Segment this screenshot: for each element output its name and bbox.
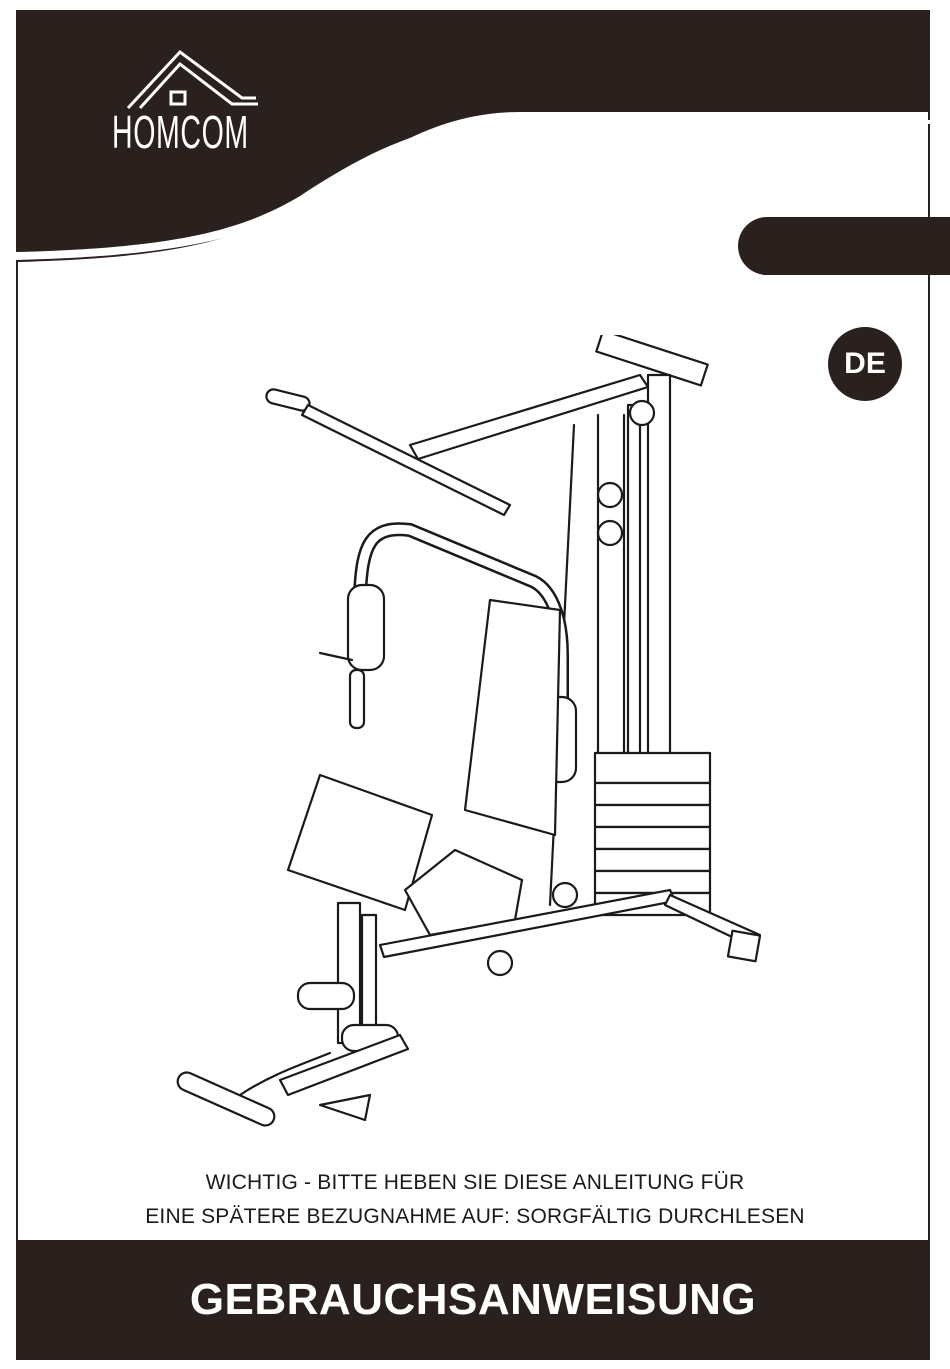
notice-line-2: EINE SPÄTERE BEZUGNAHME AUF: SORGFÄLTIG … <box>20 1205 930 1229</box>
language-badge: DE <box>828 327 902 401</box>
home-gym-illustration <box>170 335 770 1145</box>
header-pill-tab <box>738 217 950 275</box>
footer-banner: GEBRAUCHSANWEISUNG <box>16 1240 930 1360</box>
brand-logo-text: HOMCOM <box>112 105 249 159</box>
manual-title: GEBRAUCHSANWEISUNG <box>190 1275 756 1325</box>
notice-line-1: WICHTIG - BITTE HEBEN SIE DIESE ANLEITUN… <box>20 1171 930 1195</box>
